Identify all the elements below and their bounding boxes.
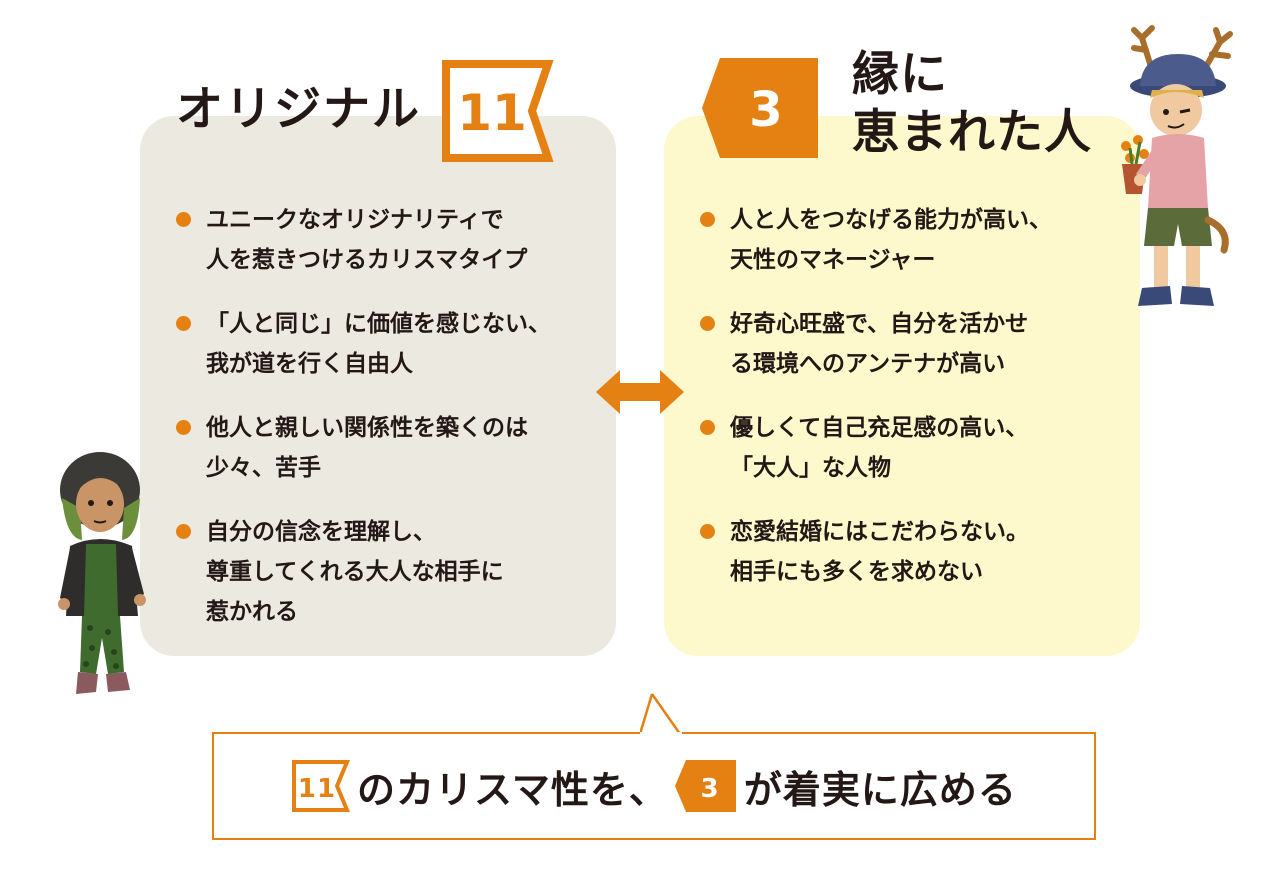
list-item: 他人と親しい関係性を築くのは 少々、苦手	[176, 408, 606, 488]
right-title-line2: 恵まれた人	[852, 105, 1092, 160]
list-item: 好奇心旺盛で、自分を活かせ る環境へのアンテナが高い	[700, 304, 1130, 384]
list-item: 人と人をつなげる能力が高い、 天性のマネージャー	[700, 200, 1130, 280]
right-title: 縁に 恵まれた人	[852, 46, 1092, 162]
summary-text-middle: のカリスマ性を、	[357, 767, 668, 812]
summary-box	[212, 732, 1096, 840]
summary-badge-right-number: 3	[700, 774, 719, 804]
summary-badge-right: 3	[674, 760, 736, 812]
bullet-dot-icon	[176, 316, 191, 331]
summary-pointer	[640, 693, 682, 736]
bullet-dot-icon	[176, 212, 191, 227]
bullet-dot-icon	[700, 316, 715, 331]
list-item: 自分の信念を理解し、 尊重してくれる大人な相手に 惹かれる	[176, 512, 606, 632]
list-item: 優しくて自己充足感の高い、 「大人」な人物	[700, 408, 1130, 488]
bullet-dot-icon	[700, 212, 715, 227]
list-item: 「人と同じ」に価値を感じない、 我が道を行く自由人	[176, 304, 606, 384]
left-bullet-list: ユニークなオリジナリティで 人を惹きつけるカリスマタイプ 「人と同じ」に価値を感…	[176, 200, 606, 656]
bullet-dot-icon	[700, 524, 715, 539]
bullet-dot-icon	[176, 524, 191, 539]
left-title: オリジナル	[176, 82, 421, 137]
left-card	[140, 116, 616, 656]
summary-badge-left: 11	[292, 760, 351, 812]
left-number-badge: 11	[442, 60, 554, 162]
left-badge-number: 11	[457, 84, 527, 142]
right-card	[664, 116, 1140, 656]
double-arrow-icon	[596, 370, 684, 414]
summary-text: 11 のカリスマ性を、 3 が着実に広める	[212, 732, 1096, 840]
character-illustration-left	[58, 452, 146, 694]
right-badge-number: 3	[749, 82, 782, 138]
right-number-badge: 3	[702, 58, 818, 158]
summary-text-end: が着実に広める	[743, 767, 1017, 812]
right-title-line1: 縁に	[852, 47, 948, 102]
bullet-dot-icon	[700, 420, 715, 435]
character-illustration-right	[1121, 25, 1233, 306]
right-bullet-list: 人と人をつなげる能力が高い、 天性のマネージャー 好奇心旺盛で、自分を活かせ る…	[700, 200, 1130, 616]
bullet-dot-icon	[176, 420, 191, 435]
list-item: 恋愛結婚にはこだわらない。 相手にも多くを求めない	[700, 512, 1130, 592]
list-item: ユニークなオリジナリティで 人を惹きつけるカリスマタイプ	[176, 200, 606, 280]
summary-badge-left-number: 11	[298, 774, 336, 804]
